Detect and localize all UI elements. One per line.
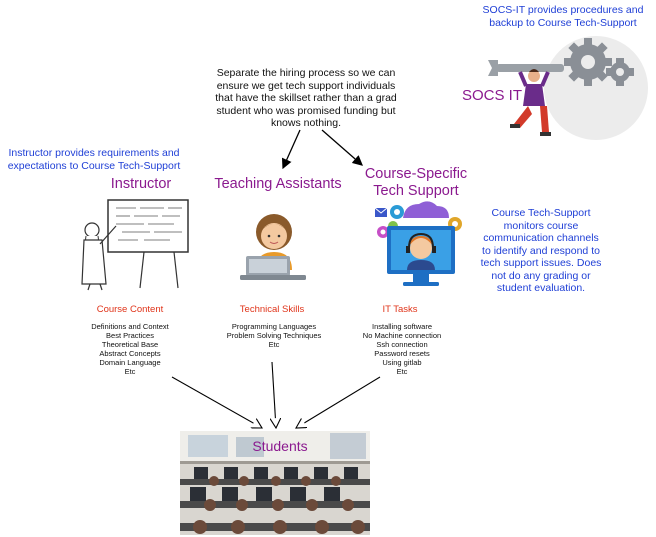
instructor-note-line: expectations to Course Tech-Support <box>7 159 181 172</box>
list-item: Etc <box>268 340 280 349</box>
teaching-assistants-title: Teaching Assistants <box>214 176 342 192</box>
course-content-list: Definitions and Context Best Practices T… <box>70 322 190 376</box>
socs-it-note-line: backup to Course Tech-Support <box>489 16 637 29</box>
socs-it-note: SOCS-IT provides procedures and backup t… <box>472 4 654 29</box>
arrow-to-tech-support <box>321 129 363 166</box>
instructor-title: Instructor <box>110 176 172 192</box>
it-tasks-list: Installing software No Machine connectio… <box>360 322 444 376</box>
professor-chalkboard-icon <box>81 199 189 291</box>
list-item: No Machine connection <box>362 331 442 340</box>
course-content-title: Course Content <box>96 304 164 315</box>
tech-support-note-line: tech support issues. Does <box>480 257 602 269</box>
student-laptop-icon <box>240 214 306 280</box>
list-item: Programming Languages <box>231 322 317 331</box>
list-item: Etc <box>124 367 136 376</box>
hiring-note-line: Separate the hiring process so we can <box>216 67 396 79</box>
list-item: Using gitlab <box>382 358 422 367</box>
it-tasks-title: IT Tasks <box>382 304 418 315</box>
tech-support-note-line: communication channels <box>483 232 599 244</box>
list-item: Ssh connection <box>376 340 428 349</box>
tech-support-note: Course Tech-Support monitors course comm… <box>476 207 606 295</box>
technical-skills-list: Programming Languages Problem Solving Te… <box>212 322 336 349</box>
tech-support-title-line: Course-Specific <box>364 166 468 182</box>
tech-support-note-line: monitors course <box>503 219 579 232</box>
classroom-photo <box>180 431 370 535</box>
instructor-note-line: Instructor provides requirements and <box>8 147 180 159</box>
technical-skills-title: Technical Skills <box>239 304 305 315</box>
hiring-note-line: that have the skillset rather than a gra… <box>215 92 397 104</box>
list-item: Best Practices <box>106 331 154 340</box>
list-item: Etc <box>396 367 408 376</box>
list-item: Definitions and Context <box>91 322 169 331</box>
arrow-instructor-to-students <box>171 376 262 428</box>
list-item: Installing software <box>371 322 433 331</box>
tech-support-note-line: to identify and respond to <box>482 244 600 257</box>
hiring-process-note: Separate the hiring process so we can en… <box>206 67 406 130</box>
list-item: Abstract Concepts <box>99 349 161 358</box>
tech-support-title: Course-Specific Tech Support <box>356 166 476 200</box>
arrow-to-teaching-assistants <box>281 129 301 170</box>
socs-it-note-line: SOCS-IT provides procedures and <box>482 4 644 16</box>
hiring-note-line: knows nothing. <box>270 117 342 129</box>
list-item: Password resets <box>374 349 430 358</box>
tech-support-note-line: student evaluation. <box>496 282 586 294</box>
arrow-support-to-students <box>296 376 381 428</box>
support-agent-icon <box>374 201 462 286</box>
list-item: Theoretical Base <box>101 340 159 349</box>
gear-wrench-person-icon <box>488 36 648 140</box>
tech-support-note-line: not do any grading or <box>491 269 591 282</box>
hiring-note-line: student who was promised funding but <box>216 104 396 117</box>
tech-support-note-line: Course Tech-Support <box>491 207 591 219</box>
tech-support-title-line: Tech Support <box>373 183 459 199</box>
students-title: Students <box>252 438 308 454</box>
list-item: Domain Language <box>99 358 161 367</box>
instructor-note: Instructor provides requirements and exp… <box>6 147 182 172</box>
hiring-note-line: ensure we get tech support individuals <box>216 79 396 92</box>
arrow-ta-to-students <box>272 361 276 428</box>
socs-it-title: SOCS IT <box>461 87 522 104</box>
list-item: Problem Solving Techniques <box>226 331 322 340</box>
